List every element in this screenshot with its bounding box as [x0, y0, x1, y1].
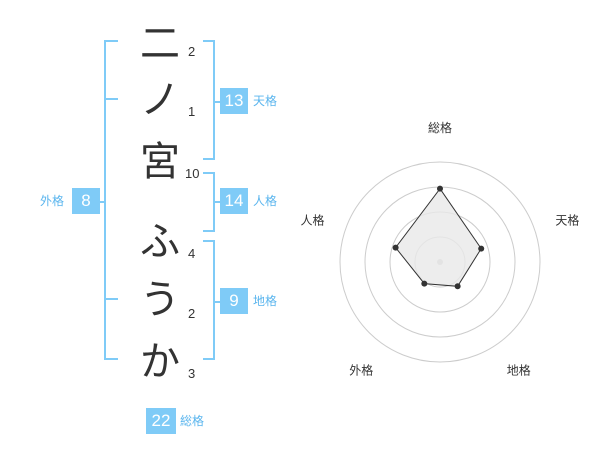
- jinkaku-label: 人格: [253, 194, 278, 208]
- radar-ring-4: [339, 161, 541, 363]
- gaikaku-label: 外格: [40, 194, 65, 208]
- radar-point-1: [478, 245, 485, 252]
- radar-axis-label-3: 外格: [349, 362, 373, 377]
- chikaku-value: 9: [220, 288, 248, 314]
- radar-axis-label-1: 天格: [555, 213, 579, 228]
- radar-point-4: [392, 244, 399, 251]
- jinkaku-connector: [214, 201, 222, 203]
- name-char-1: 二: [140, 21, 180, 67]
- radar-series-polygon: [394, 187, 482, 287]
- name-char-4: ふ: [140, 219, 180, 265]
- jinkaku-value: 14: [220, 188, 248, 214]
- chikaku-label: 地格: [253, 294, 278, 308]
- stroke-count-1: 2: [188, 44, 196, 59]
- stroke-count-6: 3: [188, 366, 196, 381]
- tenkaku-label: 天格: [253, 94, 278, 108]
- gaikaku-bracket-mid-tick: [104, 98, 118, 100]
- chikaku-connector: [214, 301, 222, 303]
- name-char-5: う: [140, 277, 180, 323]
- radar-axis-label-0: 総格: [428, 120, 452, 135]
- radar-point-2: [454, 283, 461, 290]
- name-char-3: 宮: [140, 139, 180, 185]
- stroke-count-2: 1: [188, 104, 196, 119]
- chikaku-bracket: [203, 240, 215, 360]
- stroke-count-4: 4: [188, 246, 196, 261]
- radar-axis-label-4: 人格: [301, 213, 325, 228]
- name-char-2: ノ: [140, 77, 180, 123]
- radar-point-0: [437, 185, 443, 192]
- radar-axis-label-2: 地格: [507, 362, 531, 377]
- gaikaku-bracket: [104, 40, 118, 360]
- soukaku-label: 総格: [180, 414, 205, 428]
- gaikaku-value: 8: [72, 188, 100, 214]
- gaikaku-connector: [98, 201, 106, 203]
- radar-point-3: [421, 280, 428, 287]
- gaikaku-bracket-low-tick: [104, 298, 118, 300]
- stroke-count-5: 2: [188, 306, 196, 321]
- soukaku-value: 22: [146, 408, 176, 434]
- stroke-count-3: 10: [185, 166, 200, 181]
- tenkaku-connector: [214, 101, 222, 103]
- tenkaku-bracket: [203, 40, 215, 160]
- tenkaku-value: 13: [220, 88, 248, 114]
- name-char-6: か: [140, 339, 180, 385]
